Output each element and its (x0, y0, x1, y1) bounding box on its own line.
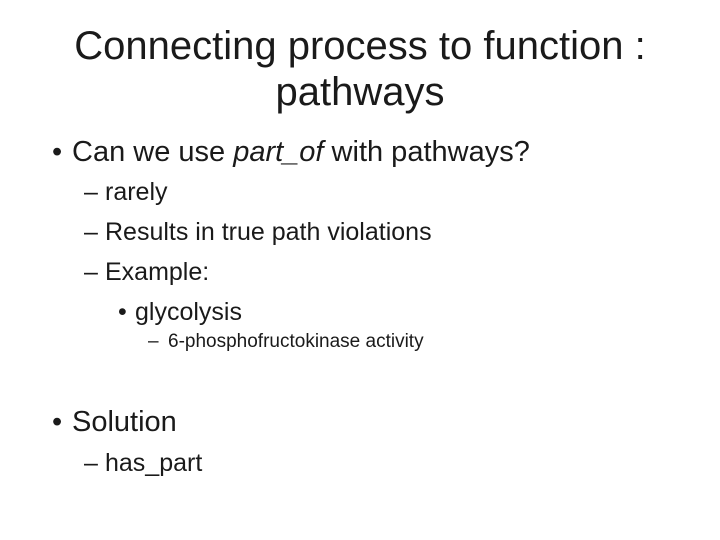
bullet-icon: • (52, 136, 63, 168)
bullet-icon: • (118, 298, 127, 326)
dash-icon: – (84, 258, 98, 286)
dash-icon: – (148, 331, 159, 352)
bullet-solution: • Solution (52, 406, 177, 439)
sub-sub-sub-bullet-phosphofructokinase: –6-phosphofructokinase activity (148, 331, 424, 353)
sub-sub-bullet-glycolysis: • glycolysis (118, 298, 242, 327)
sub-bullet-text: has_part (105, 449, 203, 477)
sub-bullet-rarely: –rarely (84, 178, 168, 207)
slide-title: Connecting process to function : pathway… (0, 23, 720, 115)
dash-icon: – (84, 449, 98, 477)
sub-bullet-example: –Example: (84, 258, 209, 287)
bullet-text: Solution (72, 406, 177, 438)
question-text-post: with pathways? (323, 136, 530, 168)
sub-bullet-text: rarely (105, 178, 168, 206)
sub-bullet-has-part: –has_part (84, 449, 202, 478)
bullet-question: • Can we use part_of with pathways? (52, 136, 530, 169)
slide-title-line-2: pathways (275, 70, 445, 114)
dash-icon: – (84, 218, 98, 246)
dash-icon: – (84, 178, 98, 206)
question-text-pre: Can we use (72, 136, 234, 168)
sub-sub-bullet-text: glycolysis (135, 298, 242, 326)
sub-bullet-results: –Results in true path violations (84, 218, 432, 247)
question-text-italic: part_of (233, 136, 324, 168)
sub-sub-sub-bullet-text: 6-phosphofructokinase activity (168, 331, 424, 352)
sub-bullet-text: Results in true path violations (105, 218, 432, 246)
slide-title-line-1: Connecting process to function : (74, 24, 646, 68)
bullet-icon: • (52, 406, 63, 438)
sub-bullet-text: Example: (105, 258, 210, 286)
